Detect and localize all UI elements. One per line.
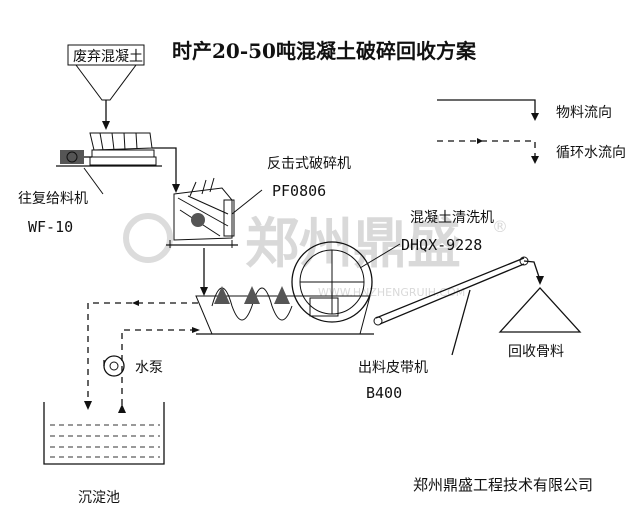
conveyor-belt <box>375 257 525 319</box>
material-flow-feeder-to-crusher <box>152 147 177 188</box>
settling-tank-walls <box>43 402 165 465</box>
arrow-down-icon <box>172 184 180 193</box>
crusher-rotor-icon <box>191 213 205 227</box>
arrow-down-icon <box>102 121 110 130</box>
settling-tank-label: 沉淀池 <box>78 490 120 506</box>
settling-tank: 沉淀池 <box>43 402 165 506</box>
legend-water-flow-label: 循环水流向 <box>556 145 626 161</box>
material-flow-conveyor-to-pile <box>523 260 541 281</box>
watermark-text: 郑州鼎盛 <box>245 212 461 275</box>
arrow-down-icon <box>536 276 544 285</box>
feeder-trough <box>89 132 153 151</box>
arrow-down-icon <box>200 287 208 296</box>
water-pump: 水泵 <box>103 355 163 377</box>
legend-water-flow: 循环水流向 <box>437 138 626 164</box>
watermark-mark: ® <box>492 217 508 236</box>
page-title: 时产20-50吨混凝土破碎回收方案 <box>172 39 477 63</box>
feeder-name-label: 往复给料机 <box>18 190 88 207</box>
arrow-down-icon <box>531 156 539 164</box>
washer-motor-icon <box>309 297 339 317</box>
reciprocating-feeder: 往复给料机 WF-10 <box>18 132 162 236</box>
arrow-right-icon <box>192 327 200 333</box>
washer-wheel-icon <box>291 241 373 323</box>
conveyor-support <box>451 289 471 356</box>
discharge-belt-conveyor: 出料皮带机 B400 <box>358 256 529 402</box>
washer-model-label: DHQX-9228 <box>401 236 482 254</box>
crusher-name-label: 反击式破碎机 <box>267 156 351 172</box>
water-flow-line-icon <box>437 140 536 160</box>
aggregate-pile-icon <box>498 287 582 333</box>
water-pump-icon <box>103 355 125 377</box>
arrow-right-icon <box>477 138 483 144</box>
arrow-left-icon <box>132 300 139 306</box>
feeder-motor-icon <box>60 150 84 164</box>
legend-material-flow-label: 物料流向 <box>556 105 612 121</box>
recycled-aggregate-label: 回收骨料 <box>508 344 564 360</box>
pump-label: 水泵 <box>135 360 163 376</box>
hopper-funnel-icon <box>75 64 137 101</box>
washer-name-label: 混凝土清洗机 <box>410 210 494 226</box>
watermark: 郑州鼎盛 ® WWW.HNZHENGRUIH.COM <box>123 212 508 299</box>
crusher-model-label: PF0806 <box>272 182 326 200</box>
water-flow-washer-to-tank <box>87 302 198 405</box>
legend-material-flow: 物料流向 <box>437 99 612 121</box>
feeder-model-label: WF-10 <box>28 218 73 236</box>
waste-concrete-hopper: 废弃混凝土 <box>67 44 145 130</box>
legend: 物料流向 循环水流向 <box>437 99 626 164</box>
watermark-logo-icon <box>123 213 173 263</box>
feeder-leader-line <box>83 167 104 195</box>
arrow-up-icon <box>118 404 126 413</box>
water-flow-pump-to-washer <box>121 329 198 405</box>
conveyor-model-label: B400 <box>366 384 402 402</box>
arrow-down-icon <box>531 113 539 121</box>
material-flow-line-icon <box>437 99 536 118</box>
crusher-leader-line <box>231 189 263 215</box>
washer-leader-line <box>359 243 401 269</box>
waste-concrete-label: 废弃混凝土 <box>73 49 143 65</box>
crusher-body <box>173 187 233 241</box>
recycled-aggregate-pile: 回收骨料 <box>498 287 582 360</box>
washer-screw-icon <box>211 287 293 321</box>
arrow-down-icon <box>84 401 92 410</box>
company-name: 郑州鼎盛工程技术有限公司 <box>413 476 593 494</box>
conveyor-name-label: 出料皮带机 <box>358 360 428 376</box>
impact-crusher: 反击式破碎机 PF0806 <box>166 156 351 248</box>
concrete-washer: 混凝土清洗机 DHQX-9228 <box>195 210 494 335</box>
